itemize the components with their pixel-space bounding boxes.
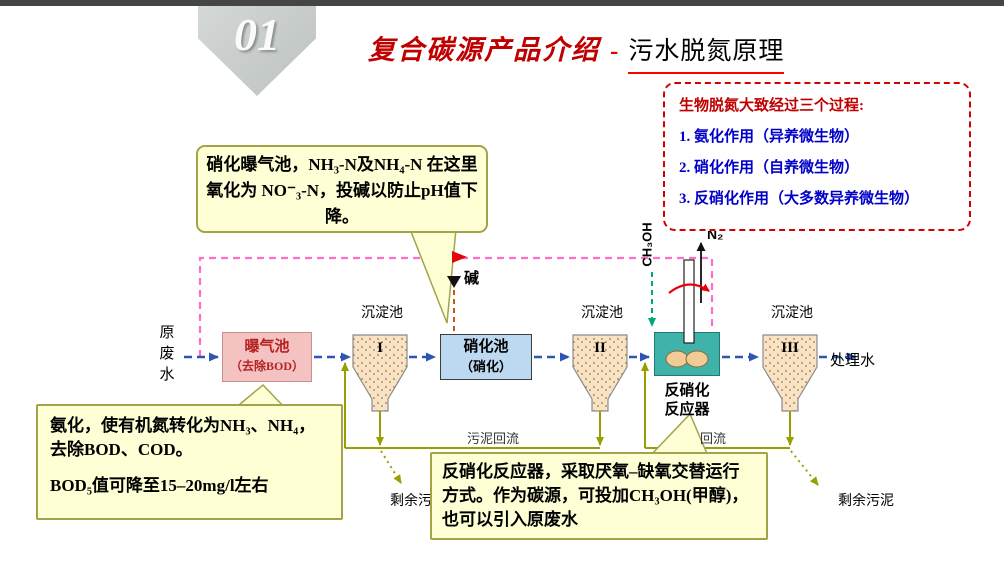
settling-tank-1-numeral: I (377, 340, 383, 356)
settling-tank-1-label: 沉淀池 (361, 306, 403, 321)
recycle-direction-arrow-icon (452, 251, 467, 263)
excess-sludge-right-line (790, 450, 819, 486)
settling-tank-2-label: 沉淀池 (581, 306, 623, 321)
settling-tank-2-numeral: II (594, 340, 606, 356)
aeration-tank-name: 曝气池 (244, 339, 290, 355)
title-dash: - (610, 38, 619, 65)
nitrification-callout: 硝化曝气池，NH₃-N及NH₄-N 在这里氧化为 NO⁻₃-N，投碱以防止pH值… (196, 145, 488, 233)
process-step-2: 2. 硝化作用（自养微生物） (679, 160, 860, 176)
process-step-1: 1. 氨化作用（异养微生物） (679, 129, 860, 145)
process-step-3: 3. 反硝化作用（大多数异养微生物） (679, 191, 920, 207)
section-number: 01 (234, 9, 280, 60)
excess-sludge-right-label: 剩余污泥 (838, 494, 894, 509)
settling-tank-1-shape (352, 334, 408, 412)
ammonification-callout-line2: BOD₅值可降至15–20mg/l左右 (50, 476, 269, 495)
settling-tank-2-shape (572, 334, 628, 412)
ammonification-callout-line1: 氨化，使有机氮转化为NH₃、NH₄，去除BOD、COD。 (50, 416, 316, 459)
aeration-tank-subtitle: （去除BOD） (229, 359, 304, 373)
settling-tank-3-numeral: III (781, 340, 799, 356)
aeration-tank: 曝气池 （去除BOD） (222, 332, 312, 382)
reactor-label-line2: 反应器 (664, 402, 710, 418)
reactor-label-line1: 反硝化 (664, 383, 710, 399)
nitrification-callout-text: 硝化曝气池，NH₃-N及NH₄-N 在这里氧化为 NO⁻₃-N，投碱以防止pH值… (206, 155, 478, 226)
settling-tank-3-shape (762, 334, 818, 412)
excess-sludge-left-line (380, 450, 402, 484)
denitrification-callout-text: 反硝化反应器，采取厌氧–缺氧交替运行方式。作为碳源，可投加CH₃OH(甲醇)，也… (442, 462, 749, 529)
title-main: 复合碳源产品介绍 (368, 35, 600, 65)
nitrification-tank: 硝化池 （硝化） (440, 334, 532, 380)
denitrification-callout: 反硝化反应器，采取厌氧–缺氧交替运行方式。作为碳源，可投加CH₃OH(甲醇)，也… (430, 452, 768, 540)
methanol-label: CH₃OH (639, 222, 655, 267)
nitrification-tank-subtitle: （硝化） (459, 359, 512, 374)
alkali-arrow-icon (447, 276, 461, 288)
process-overview-box: 生物脱氮大致经过三个过程: 1. 氨化作用（异养微生物） 2. 硝化作用（自养微… (663, 82, 971, 231)
sludge-return-short-label: 回流 (700, 431, 727, 446)
sludge-return-label: 污泥回流 (467, 431, 520, 446)
settling-tank-3-label: 沉淀池 (771, 306, 813, 321)
denitrification-reactor (654, 332, 720, 376)
top-border-bar (0, 0, 1004, 6)
effluent-label: 处理水 (830, 353, 876, 369)
page-title: 复合碳源产品介绍 - 污水脱氮原理 (368, 28, 785, 74)
alkali-label: 碱 (464, 271, 480, 287)
title-subtitle: 污水脱氮原理 (628, 31, 785, 74)
influent-label: 原废水 (159, 325, 175, 383)
ammonification-callout: 氨化，使有机氮转化为NH₃、NH₄，去除BOD、COD。 BOD₅值可降至15–… (36, 404, 343, 520)
nitrification-tank-name: 硝化池 (463, 339, 509, 355)
process-overview-header: 生物脱氮大致经过三个过程: (679, 98, 864, 114)
denitrification-reactor-label: 反硝化 反应器 (640, 382, 734, 420)
